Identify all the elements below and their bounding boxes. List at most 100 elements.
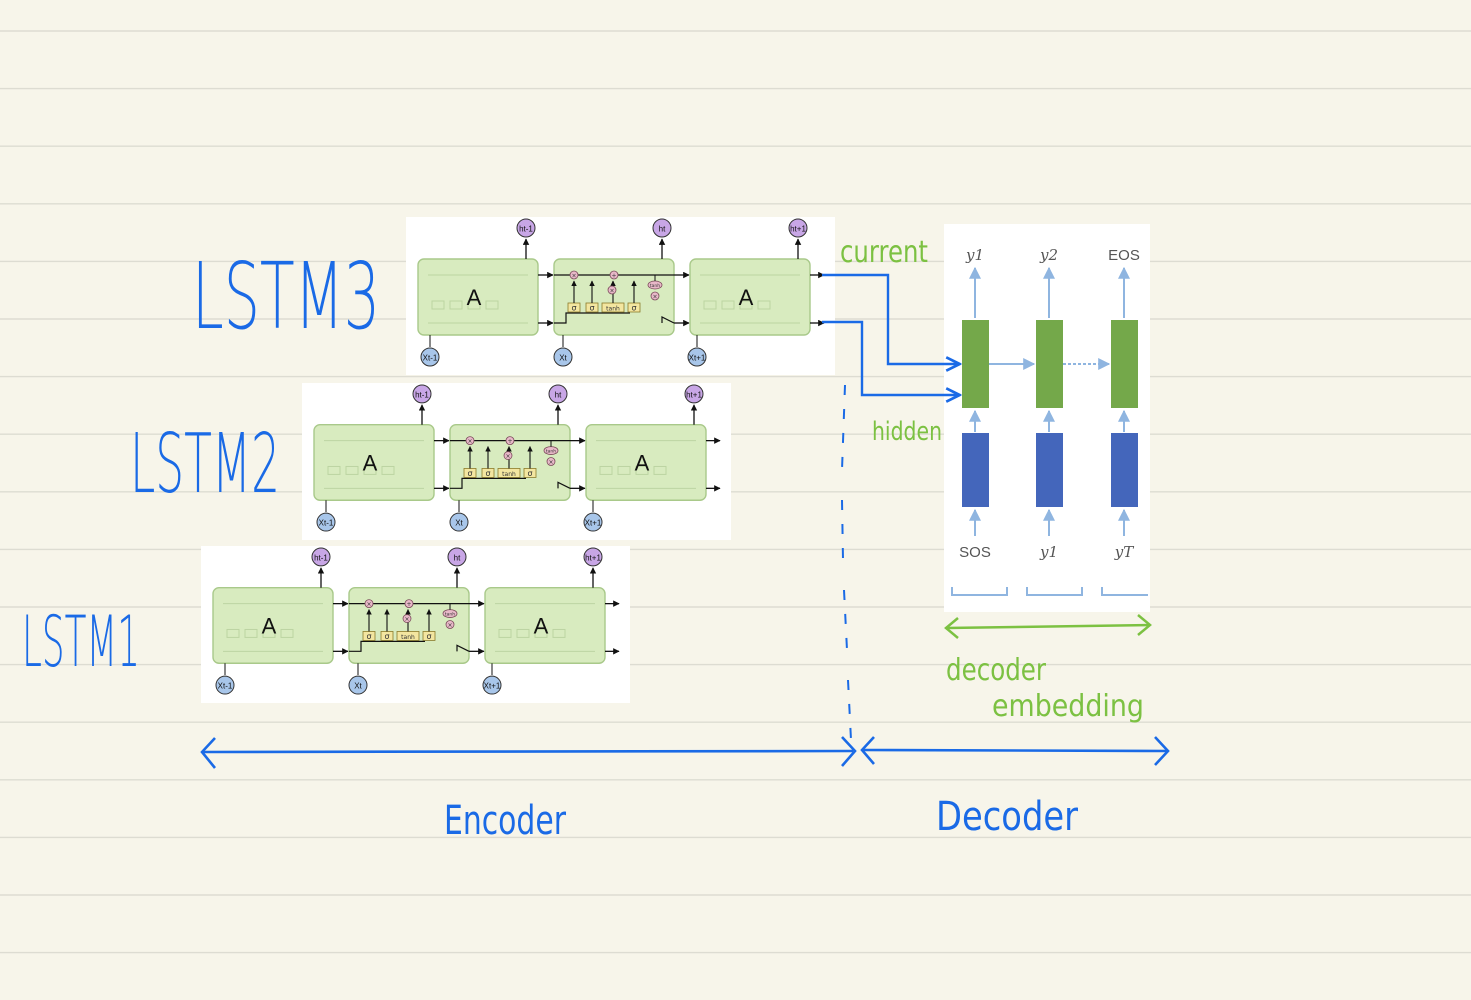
encoder-section-label: Encoder [444,798,566,844]
output-path [557,481,571,489]
decoder-embedding-annotation: embedding [992,689,1144,724]
pointwise-op [650,291,660,301]
embedding-span-arrow [945,623,1151,630]
decoder-output-label: EOS [1108,247,1140,264]
pointwise-op [402,614,412,623]
input-node [348,675,368,695]
tanh-op-label: tanh [445,612,455,618]
faded-gate [467,300,481,310]
faded-gate [485,300,499,310]
decoder-embedding-annotation: decoder [946,653,1047,688]
decoder-bracket [951,587,1008,596]
output-node-label: ht-1 [519,225,533,234]
faded-gate [534,628,548,638]
lstm-cell [313,424,435,501]
pointwise-op [607,285,617,295]
input-node [482,675,502,695]
faded-gate [703,300,717,310]
embedding-span-arrowhead [944,617,959,639]
input-node [316,512,336,532]
input-node [553,347,573,367]
input-node-label: Xt [559,354,567,363]
output-node [412,384,432,404]
encoder-span-arrowhead [841,736,857,767]
input-node-label: Xt-1 [423,354,438,363]
decoder-hidden-block [1111,320,1138,408]
decoder-embedding-block [1111,433,1138,507]
tanh-op-label: tanh [650,283,660,289]
tanh-op-label: tanh [546,449,556,455]
pointwise-op-label: × [609,288,614,295]
lstm-cell [553,258,675,336]
tanh-op [543,446,559,455]
faded-gate [739,300,753,310]
input-node-label: Xt-1 [218,682,233,691]
input-node-label: Xt+1 [689,354,706,363]
pointwise-op [404,599,414,609]
output-node [548,384,568,404]
faded-gate [498,628,512,638]
gate-label: σ [426,632,431,641]
faded-gate [280,628,294,638]
lstm-cell [417,258,539,336]
pointwise-op-label: × [505,453,510,460]
decoder-embedding-block [962,433,989,507]
pointwise-op-label: × [366,601,371,608]
decoder-section-label: Decoder [936,794,1078,840]
input-node [449,512,469,532]
input-node-label: Xt [455,519,463,528]
pointwise-op [609,270,619,280]
faded-gate [381,465,395,475]
lstm-cell-label: A [739,285,754,310]
pointwise-op [569,270,579,280]
output-node-label: ht+1 [790,225,806,234]
output-node [583,547,603,567]
input-node [687,347,707,367]
input-node [583,512,603,532]
faded-gate [345,465,359,475]
pointwise-op [445,620,455,629]
decoder-embedding-block [1036,433,1063,507]
lstm-cell [585,424,707,501]
output-path [661,316,675,324]
pointwise-op-label: + [507,438,512,445]
decoder-span-arrowhead [860,736,875,765]
faded-gate [262,628,276,638]
decoder-output-label: y2 [1039,246,1058,264]
faded-gate [617,465,631,475]
lstm-cell-label: A [534,614,549,639]
output-node [516,218,536,238]
faded-gate [516,628,530,638]
decoder-bracket [1101,587,1148,596]
decoder-output-label: y1 [965,246,984,264]
pointwise-op [505,436,515,446]
faded-gate [757,300,771,310]
gate-label: σ [467,469,472,478]
gate-input-line [349,640,425,652]
layer-label-lstm1: LSTM1 [22,601,140,683]
input-node-label: Xt-1 [319,519,334,528]
section-divider [841,384,852,741]
pointwise-op [546,457,556,466]
encoder-span-arrow [201,749,854,754]
gate-label: tanh [606,306,620,313]
output-node [652,218,672,238]
lstm-cell [689,258,811,336]
decoder-hidden-block [1036,320,1063,408]
faded-gate [449,300,463,310]
faded-gate [552,628,566,638]
faded-gate [599,465,613,475]
layer-label-lstm3: LSTM3 [192,243,380,350]
lstm-cell [212,587,334,664]
faded-gate [653,465,667,475]
hidden-state-arrow [822,320,958,395]
hidden-annotation: hidden [872,417,942,447]
faded-gate [226,628,240,638]
lstm-cell-label: A [363,451,378,476]
pointwise-op-label: × [404,616,409,623]
